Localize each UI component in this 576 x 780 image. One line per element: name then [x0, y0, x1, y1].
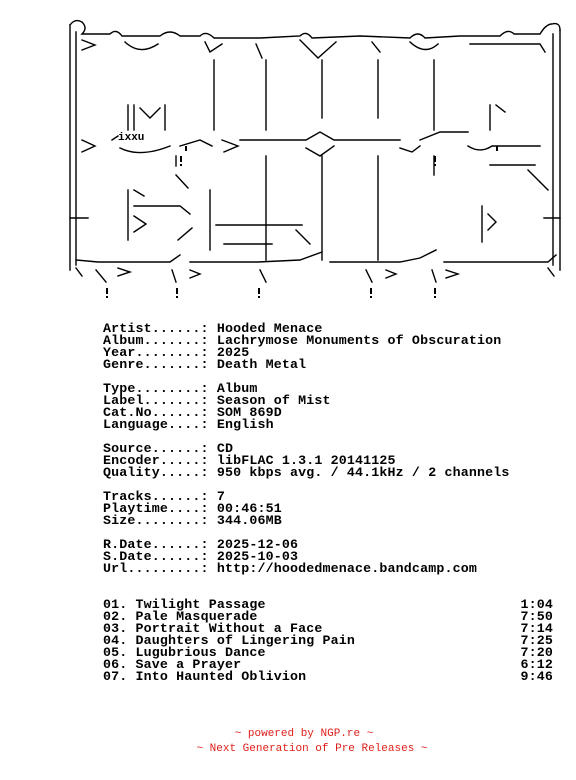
track-row: 02. Pale Masquerade 7:50: [103, 609, 553, 624]
info-label: Tracks......:: [103, 489, 209, 504]
info-label: R.Date......:: [103, 537, 209, 552]
info-value: Album: [216, 381, 258, 396]
info-value: 2025-10-03: [216, 549, 299, 564]
track-duration: 9:46: [520, 669, 553, 684]
info-row: Cat.No......: SOM 869D: [103, 405, 510, 420]
track-duration: 7:50: [520, 609, 553, 624]
info-label: Encoder.....:: [103, 453, 209, 468]
info-row: Artist......: Hooded Menace: [103, 321, 510, 336]
info-label: Label.......:: [103, 393, 209, 408]
info-value: http://hoodedmenace.bandcamp.com: [216, 561, 477, 576]
info-value: Lachrymose Monuments of Obscuration: [216, 333, 502, 348]
track-row: 06. Save a Prayer 6:12: [103, 657, 553, 672]
info-value: CD: [216, 441, 234, 456]
info-value: 950 kbps avg. / 44.1kHz / 2 channels: [216, 465, 510, 480]
info-row: Encoder.....: libFLAC 1.3.1 20141125: [103, 453, 510, 468]
info-label: Genre.......:: [103, 357, 209, 372]
info-value: 7: [216, 489, 225, 504]
info-label: Cat.No......:: [103, 405, 209, 420]
track-number: 04.: [103, 633, 128, 648]
track-row: 01. Twilight Passage 1:04: [103, 597, 553, 612]
track-number: 03.: [103, 621, 128, 636]
info-row: Playtime....: 00:46:51: [103, 501, 510, 516]
info-label: Source......:: [103, 441, 209, 456]
track-number: 07.: [103, 669, 128, 684]
art-signature: ixxu: [118, 132, 144, 144]
info-row: Size........: 344.06MB: [103, 513, 510, 528]
info-label: Year........:: [103, 345, 209, 360]
track-duration: 7:20: [520, 645, 553, 660]
info-value: English: [216, 417, 274, 432]
info-value: SOM 869D: [216, 405, 282, 420]
track-duration: 1:04: [520, 597, 553, 612]
info-value: 2025-12-06: [216, 537, 299, 552]
info-label: Type........:: [103, 381, 209, 396]
track-title: Twilight Passage: [135, 597, 266, 612]
track-duration: 6:12: [520, 657, 553, 672]
info-row: Type........: Album: [103, 381, 510, 396]
track-number: 01.: [103, 597, 128, 612]
track-title: Save a Prayer: [135, 657, 242, 672]
ascii-art-drawing: ixxu: [69, 19, 561, 298]
track-number: 05.: [103, 645, 128, 660]
track-number: 06.: [103, 657, 128, 672]
info-row: Tracks......: 7: [103, 489, 510, 504]
ascii-art-logo: ixxu: [0, 0, 576, 310]
info-row: Quality.....: 950 kbps avg. / 44.1kHz / …: [103, 465, 510, 480]
info-label: Playtime....:: [103, 501, 209, 516]
track-title: Into Haunted Oblivion: [135, 669, 307, 684]
info-row: Genre.......: Death Metal: [103, 357, 510, 372]
track-row: 07. Into Haunted Oblivion 9:46: [103, 669, 553, 684]
track-title: Lugubrious Dance: [135, 645, 266, 660]
info-value: Season of Mist: [216, 393, 331, 408]
track-row: 03. Portrait Without a Face 7:14: [103, 621, 553, 636]
info-label: Language....:: [103, 417, 209, 432]
track-duration: 7:25: [520, 633, 553, 648]
info-label: Album.......:: [103, 333, 209, 348]
info-row: S.Date......: 2025-10-03: [103, 549, 510, 564]
info-label: Size........:: [103, 513, 209, 528]
info-value: 344.06MB: [216, 513, 282, 528]
info-value: Death Metal: [216, 357, 307, 372]
footer-powered-by: ~ powered by NGP.re ~: [234, 728, 374, 740]
track-title: Portrait Without a Face: [135, 621, 323, 636]
info-value: 00:46:51: [216, 501, 282, 516]
info-row: Year........: 2025: [103, 345, 510, 360]
track-title: Daughters of Lingering Pain: [135, 633, 356, 648]
info-label: Artist......:: [103, 321, 209, 336]
footer-tagline: ~ Next Generation of Pre Releases ~: [196, 743, 428, 755]
track-title: Pale Masquerade: [135, 609, 258, 624]
info-row: Source......: CD: [103, 441, 510, 456]
art-top-border: [69, 19, 561, 39]
info-value: libFLAC 1.3.1 20141125: [216, 453, 396, 468]
track-number: 02.: [103, 609, 128, 624]
track-row: 05. Lugubrious Dance 7:20: [103, 645, 553, 660]
track-row: 04. Daughters of Lingering Pain 7:25: [103, 633, 553, 648]
info-row: Language....: English: [103, 417, 510, 432]
info-value: Hooded Menace: [216, 321, 323, 336]
info-label: Url.........:: [103, 561, 209, 576]
track-duration: 7:14: [520, 621, 553, 636]
info-value: 2025: [216, 345, 250, 360]
info-row: Album.......: Lachrymose Monuments of Ob…: [103, 333, 510, 348]
info-row: R.Date......: 2025-12-06: [103, 537, 510, 552]
info-label: Quality.....:: [103, 465, 209, 480]
info-label: S.Date......:: [103, 549, 209, 564]
info-row: Url.........: http://hoodedmenace.bandca…: [103, 561, 510, 576]
info-row: Label.......: Season of Mist: [103, 393, 510, 408]
